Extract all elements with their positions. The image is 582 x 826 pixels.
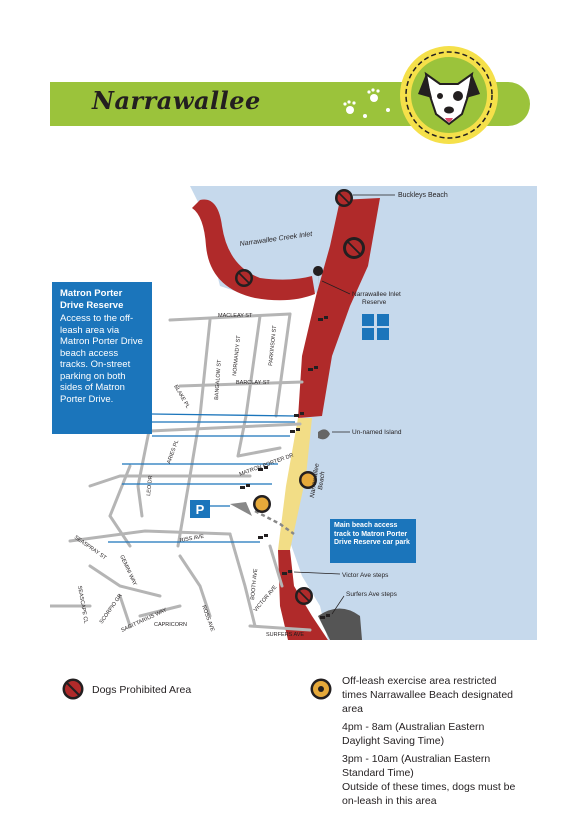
- carpark-shape: [230, 502, 252, 516]
- street-riss: RISS AVE: [179, 534, 205, 544]
- map-canvas: P Buckleys Beach Narrawallee Creek Inlet…: [50, 186, 537, 640]
- legend-outside: Outside of these times, dogs must be on-…: [342, 781, 516, 807]
- dogs-prohibited-icon: [62, 678, 84, 700]
- legend-time-std: 3pm - 10am (Australian Eastern Standard …: [342, 753, 491, 779]
- paw-prints-icon: [343, 88, 390, 118]
- reserve-info-body: Access to the off-leash area via Matron …: [60, 313, 143, 405]
- street-matron: MATRON PORTER DR: [239, 453, 295, 478]
- victor-steps-label: Victor Ave steps: [342, 572, 389, 579]
- street-booth: BOOTH AVE: [250, 568, 259, 600]
- legend-offleash: Off-leash exercise area restricted times…: [342, 674, 522, 812]
- street-normandy: NORMANDY ST: [232, 335, 242, 377]
- beach-track: [254, 509, 295, 536]
- facilities-icon: [362, 314, 389, 340]
- street-surfers: SURFERS AVE: [266, 632, 304, 638]
- dogs-prohibited-icon: [343, 237, 365, 259]
- street-scorpio: SCORPIO GR: [99, 593, 124, 625]
- reserve-info-title: Matron Porter Drive Reserve: [60, 288, 124, 311]
- parking-label: P: [196, 502, 205, 517]
- street-parkinson: PARKINSON ST: [268, 325, 278, 367]
- inlet-reserve-label-1: Narrawallee Inlet: [352, 291, 401, 298]
- ocean-area: [190, 186, 537, 640]
- legend-time-dst: 4pm - 8am (Australian Eastern Daylight S…: [342, 721, 485, 747]
- street-gemini: GEMINI WAY: [118, 554, 138, 587]
- location-pin-icon: [313, 266, 324, 288]
- road-network: [50, 312, 312, 632]
- main-access-callout: Main beach access track to Matron Porter…: [330, 519, 416, 563]
- step-markers: [240, 316, 330, 619]
- dogs-prohibited-icon: [335, 189, 353, 207]
- surfers-steps-label: Surfers Ave steps: [346, 591, 398, 598]
- off-leash-icon: [310, 678, 332, 700]
- offleash-beach-area: [278, 418, 312, 550]
- legend-prohibited-label: Dogs Prohibited Area: [92, 684, 192, 696]
- access-lines: [108, 413, 296, 543]
- street-blake: BLAKE PL: [172, 384, 190, 410]
- dogs-prohibited-icon: [235, 269, 253, 287]
- legend-offleash-title: Off-leash exercise area restricted times…: [342, 675, 514, 715]
- parking-sign: [190, 500, 210, 518]
- dogs-prohibited-icon: [295, 587, 313, 605]
- street-aries: ARIES PL: [166, 439, 180, 464]
- off-leash-icon: [253, 495, 271, 513]
- street-ross: ROSS AVE: [200, 605, 215, 633]
- prohibited-creek: [192, 199, 315, 301]
- off-leash-icon: [299, 471, 317, 489]
- street-bangalow: BANGALOW ST: [214, 359, 223, 400]
- leader-lines: [293, 194, 395, 615]
- page-title: Narrawallee: [92, 86, 261, 115]
- inlet-reserve-label-2: Reserve: [362, 299, 387, 306]
- street-capricorn: CAPRICORN: [154, 622, 187, 628]
- buckleys-beach-label: Buckleys Beach: [398, 192, 448, 199]
- street-macleay: MACLEAY ST: [218, 313, 253, 319]
- street-leo: LEO DR: [146, 475, 154, 496]
- street-barclay: BARCLAY ST: [236, 380, 270, 386]
- beach-label-1: Narrawallee: [309, 463, 321, 499]
- island-shape: [318, 429, 330, 440]
- reserve-info-box: Matron Porter Drive Reserve Access to th…: [52, 282, 152, 434]
- beach-label-2: Beach: [317, 471, 327, 491]
- island-label: Un-named Island: [352, 429, 402, 436]
- dog-logo-icon: [400, 46, 498, 144]
